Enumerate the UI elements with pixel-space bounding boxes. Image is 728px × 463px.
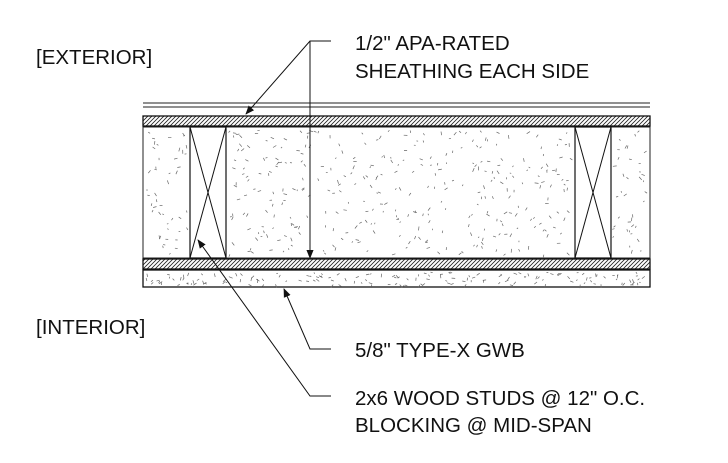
wood-stud-left: [189, 126, 227, 259]
sheathing-callout-line2: SHEATHING EACH SIDE: [355, 60, 589, 83]
interior-sheathing: [142, 258, 651, 270]
exterior-siding-lines: [143, 102, 650, 108]
insulation-cavity: [142, 126, 651, 259]
studs-callout-line1: 2x6 WOOD STUDS @ 12" O.C.: [355, 387, 645, 410]
gwb-callout-line1: 5/8" TYPE-X GWB: [355, 339, 525, 362]
exterior-sheathing: [142, 115, 651, 127]
studs-leader: [197, 239, 331, 397]
sheathing-callout-line1: 1/2" APA-RATED: [355, 32, 510, 55]
studs-callout-line2: BLOCKING @ MID-SPAN: [355, 414, 592, 437]
wood-stud-right: [574, 126, 612, 259]
interior-label: [INTERIOR]: [36, 316, 145, 339]
exterior-label: [EXTERIOR]: [36, 46, 152, 69]
sheathing-leader: [245, 40, 331, 259]
gwb-leader: [283, 288, 331, 350]
insulation-texture: [146, 129, 648, 259]
gypsum-wall-board: [142, 269, 651, 288]
gwb-texture: [145, 271, 646, 289]
